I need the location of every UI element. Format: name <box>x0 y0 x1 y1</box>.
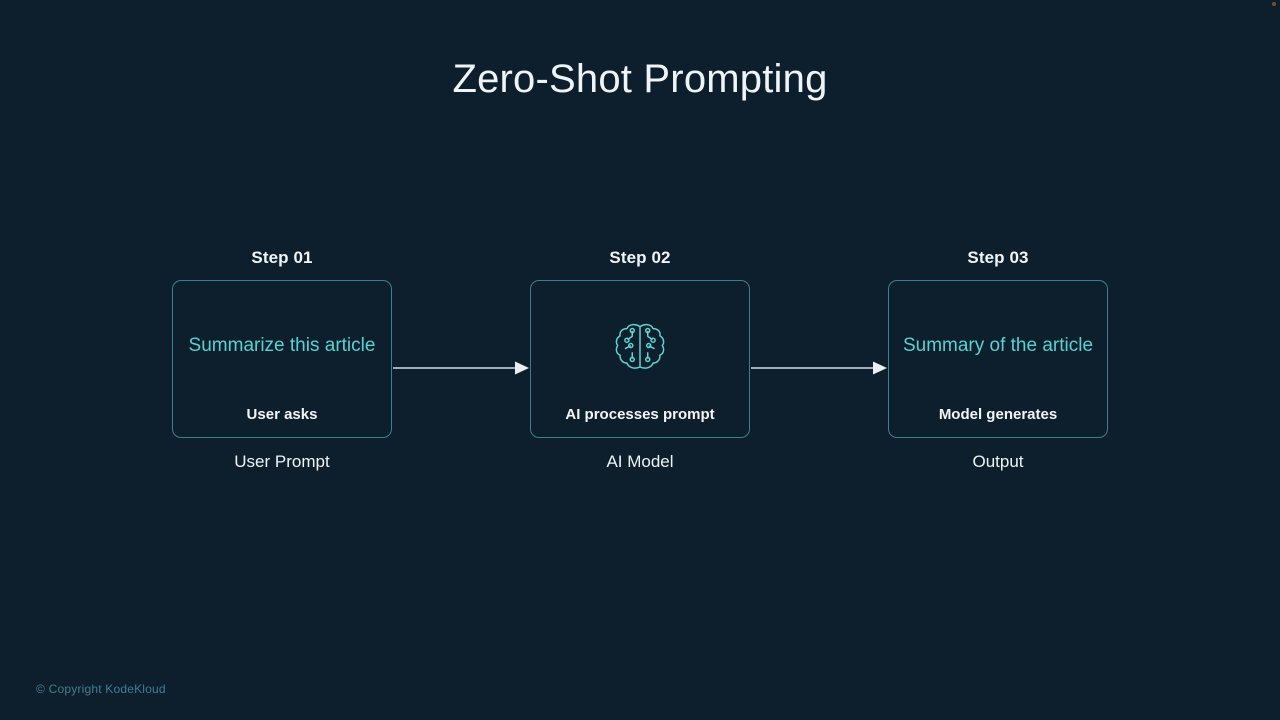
card-body-2 <box>541 281 739 406</box>
step-caption-1: User Prompt <box>234 452 330 471</box>
card-body-1: Summarize this article <box>183 281 381 406</box>
stray-pixel-artifact <box>1272 2 1276 6</box>
step-caption-3: Output <box>972 452 1024 471</box>
connector-arrow-1 <box>392 289 530 447</box>
flow-step-2: Step 02 <box>530 248 750 472</box>
step-card-2[interactable]: AI processes prompt <box>530 280 750 438</box>
card-caption-2: AI processes prompt <box>565 406 715 423</box>
card-main-text-1: Summarize this article <box>188 335 376 357</box>
copyright-footer: © Copyright KodeKloud <box>36 682 166 696</box>
flow-step-1: Step 01 Summarize this article User asks… <box>172 248 392 472</box>
flow-step-3: Step 03 Summary of the article Model gen… <box>888 248 1108 472</box>
step-card-3[interactable]: Summary of the article Model generates <box>888 280 1108 438</box>
card-body-3: Summary of the article <box>899 281 1097 406</box>
card-caption-3: Model generates <box>938 406 1058 423</box>
card-caption-1: User asks <box>246 406 318 423</box>
step-label-2: Step 02 <box>609 248 671 267</box>
step-label-1: Step 01 <box>251 248 313 267</box>
brain-icon <box>615 323 665 369</box>
connector-arrow-2 <box>750 289 888 447</box>
step-label-3: Step 03 <box>967 248 1029 267</box>
arrow-right-icon <box>393 361 529 375</box>
page-title: Zero-Shot Prompting <box>452 57 828 101</box>
card-main-text-3: Summary of the article <box>902 335 1094 357</box>
flow-diagram: Step 01 Summarize this article User asks… <box>0 248 1280 488</box>
arrow-right-icon <box>751 361 887 375</box>
step-caption-2: AI Model <box>606 452 674 471</box>
step-card-1[interactable]: Summarize this article User asks <box>172 280 392 438</box>
